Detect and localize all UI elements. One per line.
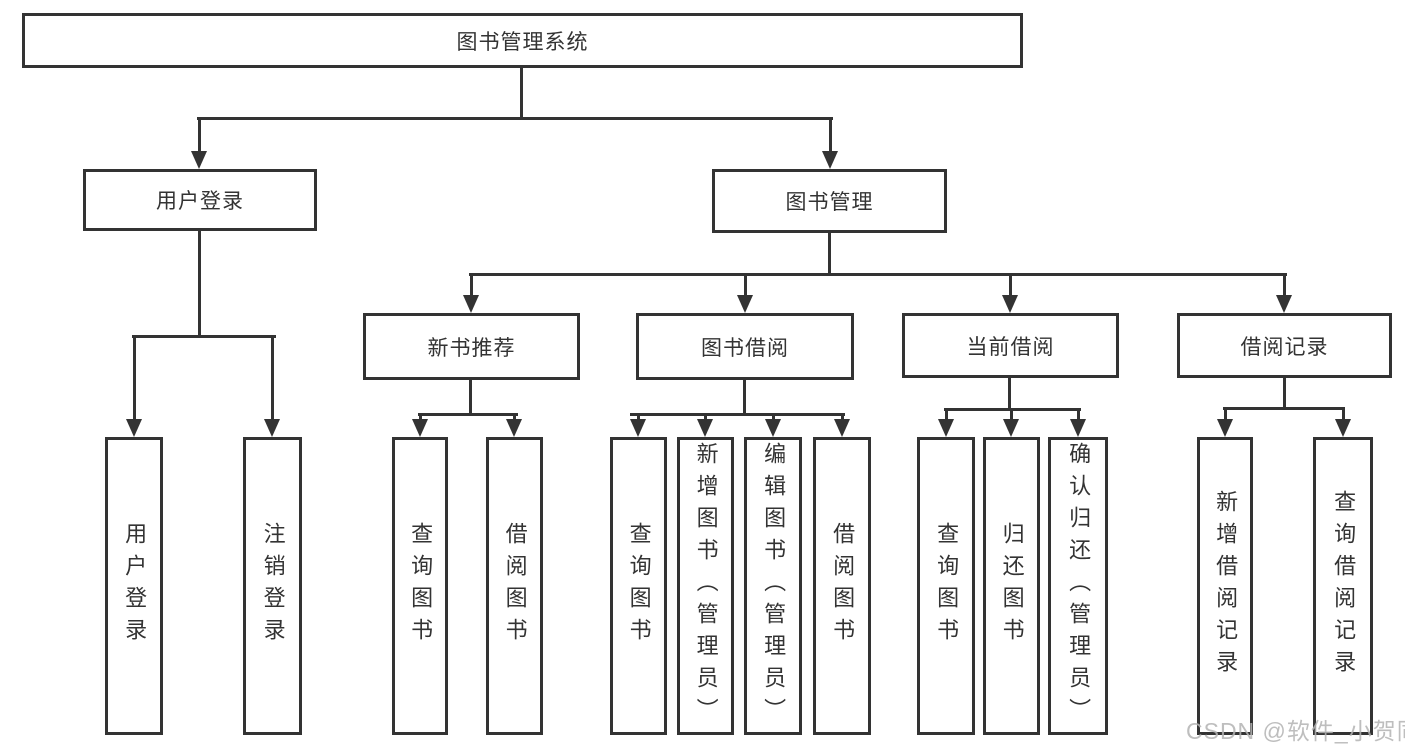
column-edit-book-admin-label: 编辑图书（管理员） bbox=[761, 442, 787, 730]
arrow-to-column-return-book bbox=[1003, 408, 1019, 437]
arrow-to-column-query-books-recommend bbox=[412, 413, 428, 437]
arrow-to-column-logout bbox=[264, 335, 280, 437]
connector-new-book-rail bbox=[418, 413, 518, 416]
arrow-to-column-add-book-admin bbox=[697, 413, 713, 437]
arrow-to-borrow-records bbox=[1276, 273, 1292, 313]
node-book-borrow: 图书借阅 bbox=[636, 313, 854, 380]
connector-root-stub bbox=[520, 68, 523, 117]
node-user-login-label: 用户登录 bbox=[156, 190, 244, 213]
node-book-management-label: 图书管理 bbox=[785, 191, 874, 214]
node-new-book-recommend-label: 新书推荐 bbox=[427, 336, 516, 360]
column-query-books-borrow-label: 查询图书 bbox=[626, 522, 652, 650]
column-query-books-recommend-label: 查询图书 bbox=[408, 522, 434, 650]
connector-new-book-stub bbox=[469, 380, 472, 416]
connector-borrow-records-stub bbox=[1283, 378, 1286, 410]
connector-level2-rail bbox=[197, 117, 833, 120]
arrow-to-column-borrow-books bbox=[834, 413, 850, 437]
arrow-to-column-query-books-borrow bbox=[630, 413, 646, 437]
column-query-books-borrow: 查询图书 bbox=[610, 437, 667, 735]
column-return-book-label: 归还图书 bbox=[999, 522, 1025, 650]
node-system-root-label: 图书管理系统 bbox=[456, 30, 589, 54]
connector-user-login-rail bbox=[132, 335, 276, 338]
arrow-to-column-query-borrow-record bbox=[1335, 407, 1351, 437]
column-borrow-books-recommend-label: 借阅图书 bbox=[502, 522, 528, 650]
column-query-borrow-record-label: 查询借阅记录 bbox=[1331, 490, 1357, 682]
node-new-book-recommend: 新书推荐 bbox=[363, 313, 580, 380]
csdn-watermark: CSDN @软件_小贺同学 bbox=[1186, 718, 1405, 744]
column-borrow-books-recommend: 借阅图书 bbox=[486, 437, 543, 735]
connector-current-borrow-rail bbox=[944, 408, 1081, 411]
arrow-to-book-management bbox=[822, 117, 838, 169]
column-add-book-admin: 新增图书（管理员） bbox=[677, 437, 734, 735]
arrow-to-user-login bbox=[191, 117, 207, 169]
column-return-book: 归还图书 bbox=[983, 437, 1040, 735]
column-borrow-books-label: 借阅图书 bbox=[830, 522, 856, 650]
column-add-borrow-record-label: 新增借阅记录 bbox=[1213, 490, 1239, 682]
node-user-login: 用户登录 bbox=[83, 169, 317, 231]
column-add-borrow-record: 新增借阅记录 bbox=[1197, 437, 1253, 735]
connector-level3-rail bbox=[469, 273, 1287, 276]
column-query-borrow-record: 查询借阅记录 bbox=[1313, 437, 1373, 735]
arrow-to-column-confirm-return-admin bbox=[1070, 408, 1086, 437]
column-logout: 注销登录 bbox=[243, 437, 302, 735]
arrow-to-book-borrow bbox=[737, 273, 753, 313]
node-system-root: 图书管理系统 bbox=[22, 13, 1023, 68]
arrow-to-current-borrow bbox=[1002, 273, 1018, 313]
column-logout-label: 注销登录 bbox=[260, 522, 286, 650]
column-edit-book-admin: 编辑图书（管理员） bbox=[744, 437, 802, 735]
arrow-to-column-borrow-books-recommend bbox=[506, 413, 522, 437]
column-add-book-admin-label: 新增图书（管理员） bbox=[693, 442, 719, 730]
arrow-to-column-user-login bbox=[126, 335, 142, 437]
arrow-to-new-book-recommend bbox=[463, 273, 479, 313]
arrow-to-column-query-books-current bbox=[938, 408, 954, 437]
arrow-to-column-edit-book-admin bbox=[765, 413, 781, 437]
connector-book-borrow-stub bbox=[743, 380, 746, 416]
node-borrow-records-label: 借阅记录 bbox=[1240, 335, 1329, 359]
column-borrow-books: 借阅图书 bbox=[813, 437, 871, 735]
node-current-borrow: 当前借阅 bbox=[902, 313, 1119, 378]
connector-borrow-records-rail bbox=[1223, 407, 1345, 410]
connector-book-borrow-rail bbox=[630, 413, 845, 416]
column-query-books-current: 查询图书 bbox=[917, 437, 975, 735]
node-borrow-records: 借阅记录 bbox=[1177, 313, 1392, 378]
column-user-login: 用户登录 bbox=[105, 437, 163, 735]
connector-book-management-stub bbox=[828, 233, 831, 276]
column-query-books-recommend: 查询图书 bbox=[392, 437, 448, 735]
connector-user-login-stub bbox=[198, 231, 201, 338]
arrow-to-column-add-borrow-record bbox=[1217, 407, 1233, 437]
column-user-login-label: 用户登录 bbox=[122, 522, 148, 650]
connector-current-borrow-stub bbox=[1008, 378, 1011, 411]
node-book-management: 图书管理 bbox=[712, 169, 947, 233]
node-book-borrow-label: 图书借阅 bbox=[701, 336, 789, 360]
column-confirm-return-admin: 确认归还（管理员） bbox=[1048, 437, 1108, 735]
column-query-books-current-label: 查询图书 bbox=[934, 522, 960, 650]
node-current-borrow-label: 当前借阅 bbox=[966, 335, 1055, 359]
column-confirm-return-admin-label: 确认归还（管理员） bbox=[1066, 442, 1092, 730]
